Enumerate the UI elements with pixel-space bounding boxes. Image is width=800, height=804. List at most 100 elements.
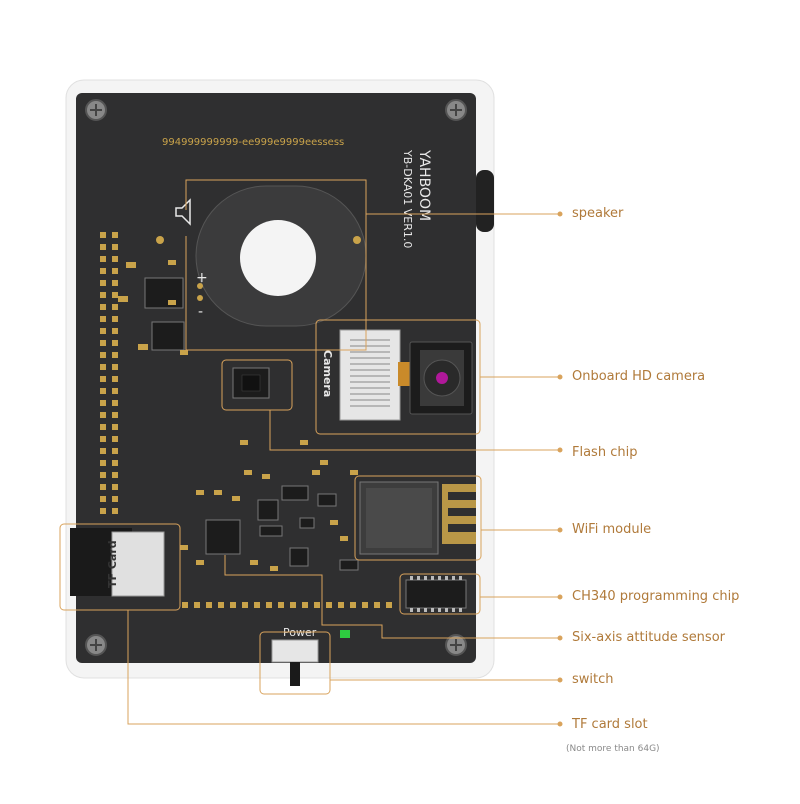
header-pin [112, 364, 118, 370]
callout-label-camera: Onboard HD camera [572, 369, 706, 384]
header-pin [100, 424, 106, 430]
callout-box-flash [221, 359, 293, 411]
header-pin [182, 602, 188, 608]
header-pin [100, 352, 106, 358]
bottom-pin-header [182, 602, 392, 608]
header-pin [338, 602, 344, 608]
header-pin [100, 268, 106, 274]
header-pin [112, 316, 118, 322]
header-pin [112, 304, 118, 310]
camera-module [398, 341, 473, 415]
callout-label-wifi: WiFi module [572, 522, 652, 537]
header-pin [100, 316, 106, 322]
brand-text: YAHBOOM [416, 149, 432, 221]
header-pin [100, 508, 106, 514]
header-pin [100, 460, 106, 466]
ch340-chip [405, 576, 467, 612]
header-pin [350, 602, 356, 608]
header-pin [112, 292, 118, 298]
header-pin [218, 602, 224, 608]
header-pin [194, 602, 200, 608]
header-pin [112, 448, 118, 454]
callout-line-sensor [224, 555, 560, 639]
wifi-module [359, 481, 476, 555]
tf-card-slot: TF Card [70, 528, 165, 597]
callout-label-tfslot: TF card slot [572, 717, 648, 732]
header-pin [314, 602, 320, 608]
header-pin [100, 304, 106, 310]
header-pin [112, 256, 118, 262]
callout-line-speaker [185, 179, 560, 215]
left-pin-header [100, 232, 118, 514]
header-pin [112, 340, 118, 346]
callout-lines [59, 179, 563, 727]
header-pin [326, 602, 332, 608]
header-pin [290, 602, 296, 608]
header-pin [112, 328, 118, 334]
header-pin [206, 602, 212, 608]
flash-chip [232, 367, 270, 399]
header-pin [112, 268, 118, 274]
header-pin [100, 232, 106, 238]
header-pin [242, 602, 248, 608]
header-pin [254, 602, 260, 608]
callout-label-speaker: speaker [572, 206, 624, 221]
header-pin [112, 508, 118, 514]
header-pin [266, 602, 272, 608]
header-pin [100, 496, 106, 502]
camera-connector-label: Camera [321, 350, 334, 397]
callout-box-tfslot [59, 523, 181, 611]
header-pin [362, 602, 368, 608]
side-knob [476, 170, 494, 232]
header-pin [100, 412, 106, 418]
header-pin [302, 602, 308, 608]
antenna-icon [442, 484, 476, 544]
plus-sign: + [196, 270, 208, 286]
header-pin [100, 364, 106, 370]
header-pin [112, 400, 118, 406]
header-pin [112, 376, 118, 382]
tf-capacity-note: (Not more than 64G) [566, 744, 660, 754]
header-pin [374, 602, 380, 608]
header-pin [100, 244, 106, 250]
model-text: YB-DKA01 VER1.0 [401, 149, 414, 248]
header-pin [100, 400, 106, 406]
central-chips [205, 485, 359, 571]
header-pin [100, 388, 106, 394]
callout-label-flash: Flash chip [572, 445, 638, 460]
header-pin [100, 436, 106, 442]
header-pin [112, 460, 118, 466]
header-pin [100, 328, 106, 334]
header-pin [112, 424, 118, 430]
power-circuit [118, 262, 185, 351]
camera-connector: Camera [321, 329, 401, 421]
header-pin [112, 472, 118, 478]
callout-label-ch340: CH340 programming chip [572, 589, 740, 604]
header-pin [112, 352, 118, 358]
callout-label-sensor: Six-axis attitude sensor [572, 630, 725, 645]
header-pin [112, 280, 118, 286]
header-pin [230, 602, 236, 608]
header-pin [100, 292, 106, 298]
callout-box-ch340 [399, 573, 481, 615]
header-pin [278, 602, 284, 608]
speaker-icon [175, 198, 191, 226]
minus-sign: - [198, 304, 203, 320]
header-pin [112, 244, 118, 250]
header-pin [100, 472, 106, 478]
header-pin [112, 388, 118, 394]
header-pin [100, 256, 106, 262]
header-pin [100, 484, 106, 490]
callout-label-switch: switch [572, 672, 614, 687]
callout-box-wifi [354, 475, 482, 561]
header-pin [100, 280, 106, 286]
callout-box-switch [259, 631, 331, 695]
header-pin [112, 496, 118, 502]
speaker-component: + - [156, 185, 367, 327]
header-pin [100, 340, 106, 346]
mounting-screws [85, 99, 467, 656]
header-pin [112, 436, 118, 442]
header-pin [386, 602, 392, 608]
